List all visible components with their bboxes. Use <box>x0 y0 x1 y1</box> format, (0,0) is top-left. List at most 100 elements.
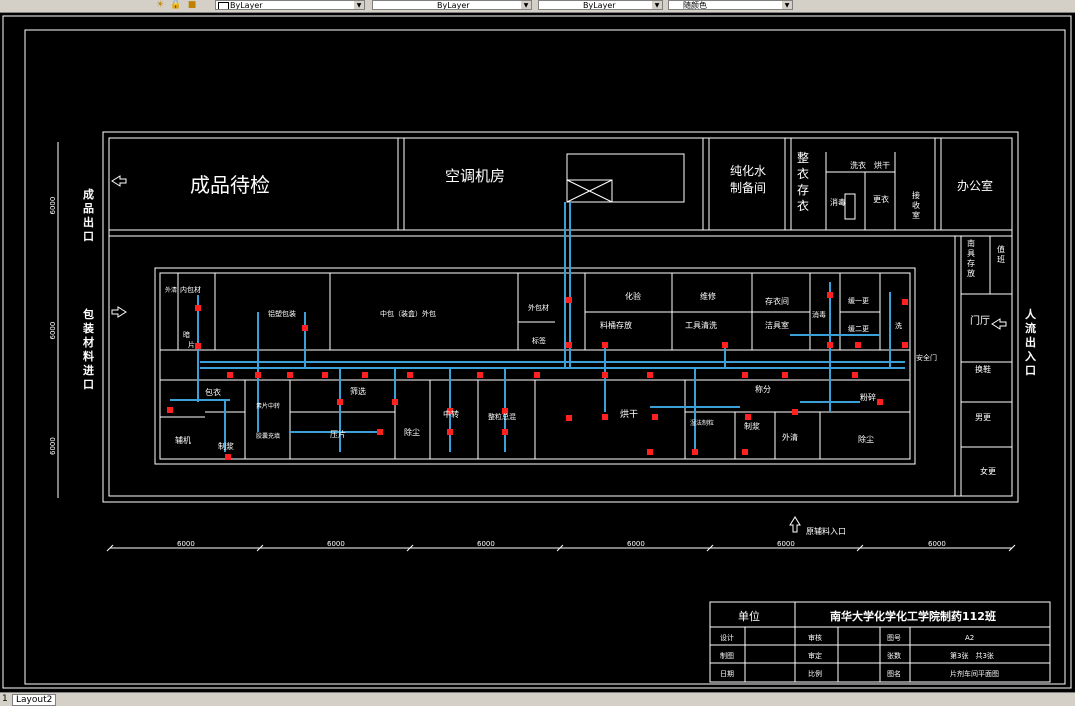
fan-box-x <box>566 179 613 203</box>
room-material-store: 料桶存放 <box>600 320 632 330</box>
room-duty-1: 值 <box>997 244 1005 254</box>
dim-tick <box>256 544 264 552</box>
room-duty-2: 班 <box>997 254 1005 264</box>
room-middle-pack: 中包（装盒）外包 <box>380 309 436 318</box>
room-pure-water-1: 纯化水 <box>730 164 766 178</box>
tb-sheet-count: 张数 <box>887 651 901 660</box>
room-label: 标签 <box>532 336 546 345</box>
chevron-down-icon[interactable]: ▼ <box>521 1 531 9</box>
tb-review: 审核 <box>808 633 822 642</box>
layer-lock-icon[interactable]: 🔒 <box>170 0 182 10</box>
tb-drawing-name: 图名 <box>887 669 901 678</box>
room-mid-transfer: 中转 <box>443 409 459 419</box>
room-capsule: 胶囊充填 <box>256 432 280 440</box>
vent <box>652 414 658 420</box>
color-combo-value: ByLayer <box>230 1 263 10</box>
entry-arrow-icon <box>111 306 127 318</box>
room-finished-goods: 成品待检 <box>190 173 270 197</box>
raw-entry-label: 原辅料入口 <box>806 526 846 536</box>
room-disinfect: 消毒 <box>830 197 846 207</box>
vent <box>362 372 368 378</box>
vent <box>502 429 508 435</box>
room-receive-3: 室 <box>912 210 920 220</box>
tab-layout2[interactable]: Layout2 <box>12 694 57 706</box>
product-exit-label: 成品出口 <box>83 187 94 243</box>
vent <box>566 297 572 303</box>
person-entry-label: 人流出入口 <box>1025 307 1037 377</box>
room-disinfect2: 消毒 <box>812 310 826 319</box>
color-combo[interactable]: ByLayer ▼ <box>215 0 365 10</box>
exit-arrow-icon <box>111 175 127 187</box>
person-entry-arrow-icon <box>991 318 1007 330</box>
room-wardrobe-2: 衣 <box>797 166 809 181</box>
room-dry: 烘干 <box>620 408 638 420</box>
room-slurry: 制浆 <box>218 441 234 451</box>
chevron-down-icon[interactable]: ▼ <box>652 1 662 9</box>
room-store-3: 存 <box>967 258 975 268</box>
vent <box>852 372 858 378</box>
vent <box>377 429 383 435</box>
vdim-label: 6000 <box>49 197 57 215</box>
room-hall: 门厅 <box>970 314 990 327</box>
vent <box>287 372 293 378</box>
packing-entry-label: 包装材料进口 <box>82 307 94 391</box>
vent <box>566 342 572 348</box>
layer-color-icon[interactable]: ■ <box>187 0 197 10</box>
vent <box>602 372 608 378</box>
room-female: 女更 <box>980 466 996 476</box>
room-store-1: 南 <box>967 238 975 248</box>
chevron-down-icon[interactable]: ▼ <box>354 1 364 9</box>
clean-area-outline <box>154 267 916 465</box>
room-office: 办公室 <box>957 178 993 193</box>
vent <box>602 342 608 348</box>
fan-box <box>566 179 613 203</box>
room-store-2: 具 <box>967 249 975 258</box>
vent <box>447 429 453 435</box>
lineweight-combo[interactable]: ByLayer ▼ <box>538 0 663 10</box>
room-qc: 化验 <box>625 291 641 301</box>
dim-tick <box>856 544 864 552</box>
room-dust-remove2: 除尘 <box>404 427 420 437</box>
vent <box>167 407 173 413</box>
vent <box>742 449 748 455</box>
room-buffer-1: 缓一更 <box>848 296 869 305</box>
room-press: 压片 <box>330 429 346 439</box>
room-dark-2: 片 <box>188 340 195 349</box>
vent <box>225 454 231 460</box>
dim-label: 6000 <box>177 540 195 548</box>
layer-state-icon[interactable]: ☀ <box>155 0 165 10</box>
room-buffer-2: 缓二更 <box>848 324 869 333</box>
room-blister: 铝塑包装 <box>268 309 296 318</box>
tb-school: 南华大学化学化工学院制药112班 <box>830 609 996 623</box>
vent <box>502 408 508 414</box>
vent <box>602 414 608 420</box>
vent <box>195 305 201 311</box>
room-inner-pack: 内包材 <box>180 285 201 294</box>
room-dark-1: 暗 <box>183 330 190 339</box>
dim-label: 6000 <box>477 540 495 548</box>
room-wardrobe-3: 存 <box>797 183 809 197</box>
room-wardrobe-4: 衣 <box>797 198 809 213</box>
vent <box>447 408 453 414</box>
title-block <box>709 601 1051 683</box>
dim-tick <box>1008 544 1016 552</box>
vent <box>322 372 328 378</box>
vent <box>227 372 233 378</box>
vent <box>855 342 861 348</box>
dim-tick <box>556 544 564 552</box>
room-mid-station: 素片中转 <box>256 402 280 410</box>
outer-frame <box>2 15 1072 689</box>
room-dust-remove: 除尘 <box>858 434 874 444</box>
dim-tick <box>406 544 414 552</box>
chevron-down-icon[interactable]: ▼ <box>782 1 792 9</box>
room-pure-water-2: 制备间 <box>730 181 766 195</box>
linetype-combo[interactable]: ByLayer ▼ <box>372 0 532 10</box>
tb-sheet-info: 第3张 共3张 <box>950 651 994 660</box>
plotstyle-combo[interactable]: 随颜色 ▼ <box>668 0 793 10</box>
vent <box>692 449 698 455</box>
vent <box>195 343 201 349</box>
plotstyle-combo-value: 随颜色 <box>683 1 707 10</box>
dim-label: 6000 <box>928 540 946 548</box>
vent <box>742 372 748 378</box>
